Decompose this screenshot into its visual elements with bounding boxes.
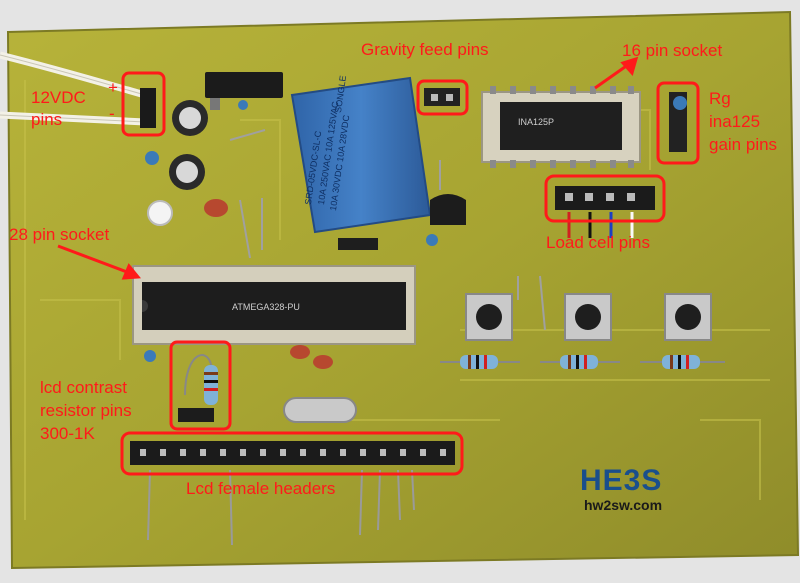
gain-pins-label-2: ina125 bbox=[709, 112, 761, 131]
socket-28-pin bbox=[132, 265, 416, 345]
load-cell-label: Load cell pins bbox=[546, 233, 650, 252]
transistor bbox=[430, 194, 466, 225]
watermark-logo: HE3S bbox=[580, 464, 663, 497]
lcd-header bbox=[130, 441, 455, 546]
lcd-contrast-label-3: 300-1K bbox=[40, 424, 95, 443]
atmega-chip-label: ATMEGA328-PU bbox=[232, 302, 300, 312]
lcd-contrast-label-2: resistor pins bbox=[40, 401, 132, 420]
gain-pins-label-3: gain pins bbox=[709, 135, 778, 154]
load-cell-header bbox=[555, 186, 655, 238]
socket-28-label: 28 pin socket bbox=[9, 225, 110, 244]
gain-pins-label-1: Rg bbox=[709, 89, 731, 108]
voltage-regulator bbox=[205, 72, 283, 98]
ina125-chip-label: INA125P bbox=[518, 117, 555, 127]
contrast-resistor bbox=[178, 354, 218, 422]
power-plus-label: + bbox=[108, 78, 118, 97]
socket-16-pin bbox=[481, 86, 641, 168]
lcd-headers-label: Lcd female headers bbox=[186, 479, 336, 498]
led bbox=[147, 200, 173, 226]
capacitors bbox=[144, 100, 438, 369]
power-wires bbox=[0, 51, 146, 126]
socket-16-label: 16 pin socket bbox=[622, 41, 723, 60]
power-pins-label-2: pins bbox=[31, 110, 63, 129]
power-minus-label: - bbox=[109, 104, 115, 123]
push-buttons bbox=[465, 293, 712, 341]
lcd-contrast-label-1: lcd contrast bbox=[40, 378, 127, 397]
power-pins-label-1: 12VDC bbox=[31, 88, 86, 107]
crystal bbox=[283, 397, 357, 423]
pull-resistors bbox=[440, 355, 725, 369]
annotation-arrows bbox=[57, 56, 639, 280]
watermark-url: hw2sw.com bbox=[584, 497, 663, 513]
gravity-feed-label: Gravity feed pins bbox=[361, 40, 489, 59]
annotation-boxes bbox=[120, 71, 700, 476]
